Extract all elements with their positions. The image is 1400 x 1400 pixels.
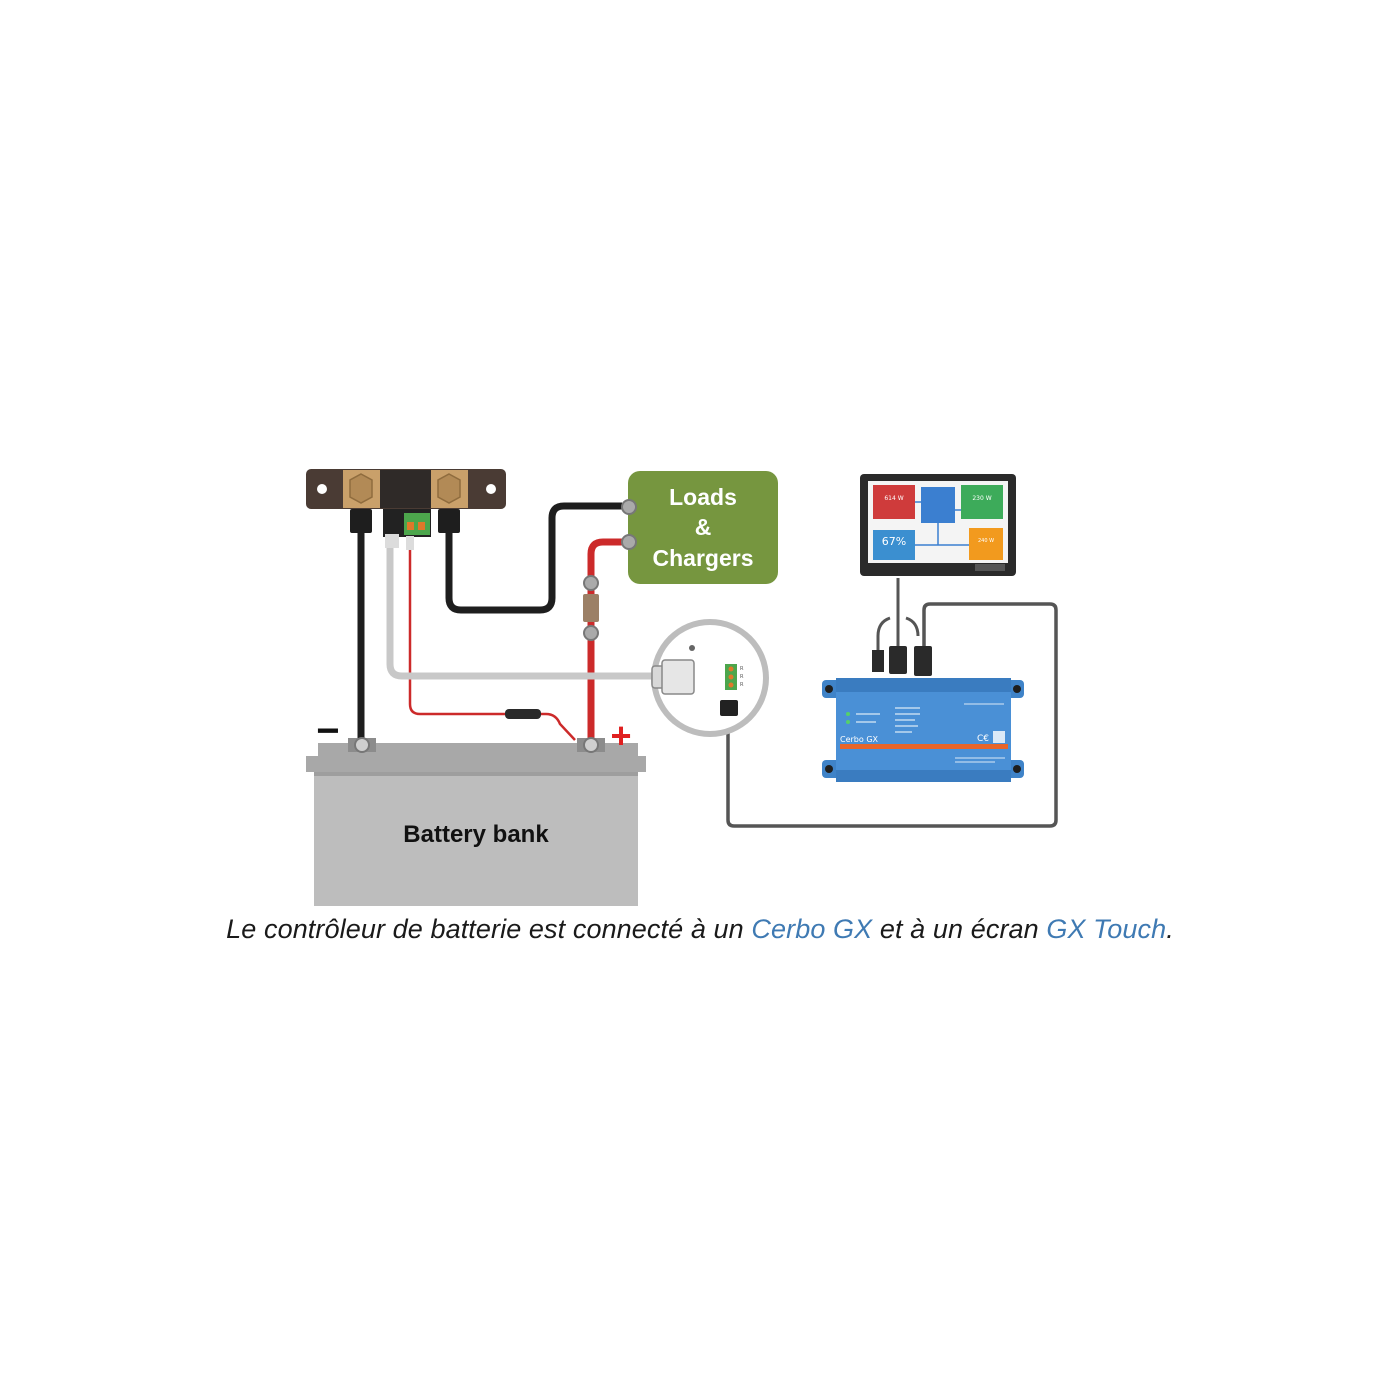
svg-text:R: R [740, 674, 744, 680]
screen-tile-blue [921, 487, 955, 523]
gx-touch-screen: 614 W 230 W 67% 240 W [860, 474, 1016, 576]
loads-label-line2: & [695, 514, 712, 540]
screen-tile-battery [873, 530, 915, 560]
loads-terminal-negative [621, 499, 637, 515]
svg-text:C€: C€ [977, 734, 989, 744]
sense-wire [408, 548, 576, 741]
screen-tile-orange-value: 240 W [978, 538, 994, 544]
loads-chargers-box: Loads & Chargers [621, 471, 778, 584]
screen-tile-red-value: 614 W [884, 495, 903, 502]
screen-cable-3 [905, 616, 920, 637]
main-fuse [583, 575, 599, 641]
screen-tile-red [873, 485, 915, 519]
screen-tile-green [961, 485, 1003, 519]
caption-text-after: . [1166, 914, 1174, 944]
battery-bank: Battery bank − + [306, 709, 646, 906]
battery-label: Battery bank [403, 821, 549, 848]
screen-cable-2 [876, 616, 891, 652]
battery-monitor: R R R [651, 619, 769, 737]
cerbo-label: Cerbo GX [840, 735, 879, 744]
vedirect-cable [726, 602, 1058, 828]
negative-symbol: − [316, 709, 339, 753]
loads-terminal-positive [621, 534, 637, 550]
shunt-cable [386, 545, 652, 680]
svg-text:R: R [740, 682, 744, 688]
cerbo-gx: Cerbo GX C€ [822, 678, 1024, 782]
sense-fuse [505, 709, 541, 719]
positive-symbol: + [610, 715, 631, 756]
figure-caption: Le contrôleur de batterie est connecté à… [0, 914, 1400, 945]
caption-text-before: Le contrôleur de batterie est connecté à… [226, 914, 752, 944]
screen-tile-green-value: 230 W [972, 495, 991, 502]
screen-tile-battery-value: 67% [882, 535, 906, 548]
positive-cable [587, 538, 622, 742]
screen-tile-orange [969, 528, 1003, 560]
loads-label-line3: Chargers [653, 545, 754, 571]
loads-label-line1: Loads [669, 484, 737, 510]
gx-touch-link[interactable]: GX Touch [1046, 914, 1167, 944]
cerbo-plugs [872, 646, 932, 676]
svg-text:R: R [740, 666, 744, 672]
load-negative-cable [445, 502, 622, 614]
cerbo-gx-link[interactable]: Cerbo GX [751, 914, 873, 944]
shunt [306, 469, 506, 550]
caption-text-middle: et à un écran [872, 914, 1047, 944]
